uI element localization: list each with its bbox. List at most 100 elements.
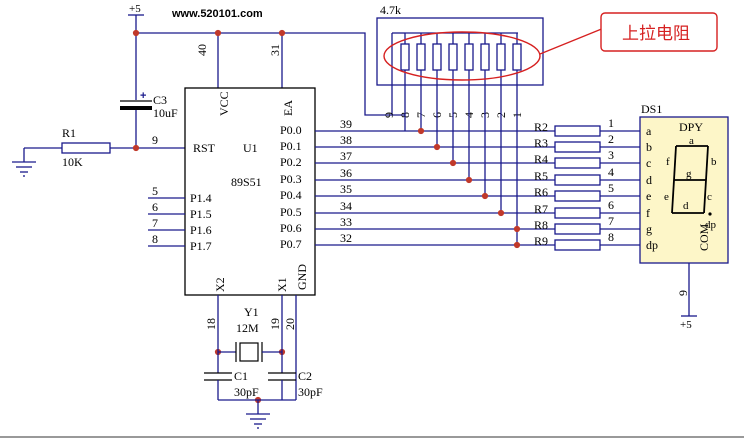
c1-ref: C1 <box>234 369 248 383</box>
p0-line: P0.1 38 <box>280 133 555 153</box>
display-pin-label: g <box>646 222 652 236</box>
display-com-label: COM <box>697 223 711 251</box>
p0-line: P0.5 34 <box>280 199 555 219</box>
p0-bus: P0.0 39 P0.1 38 P0.2 37 P0.3 36 P0.4 35 … <box>280 117 555 251</box>
p1-pin-num: 8 <box>152 232 158 246</box>
c2-value: 30pF <box>298 385 323 399</box>
capacitor-c3: + C3 10uF <box>120 33 178 148</box>
site-url: www.520101.com <box>171 8 263 20</box>
rpack-pin: 9 <box>382 112 396 118</box>
callout-label: 上拉电阻 <box>622 24 690 44</box>
mcu-gnd-label: GND <box>295 264 309 290</box>
c2-ref: C2 <box>298 369 312 383</box>
p1-pin: 6 P1.5 <box>148 200 212 221</box>
series-resistors: R2 R3 R4 R5 R6 R7 R8 R9 1 2 3 4 5 6 7 8 <box>534 116 640 251</box>
display-com-pin: 9 <box>676 290 690 296</box>
p0-pin-label: P0.7 <box>280 237 302 251</box>
crystal-y1: Y1 12M <box>218 305 282 362</box>
segment-dp: dp <box>705 219 717 231</box>
display-pin-num: 3 <box>608 148 614 162</box>
p0-pin-num: 38 <box>340 133 352 147</box>
display-pin-label: f <box>646 206 650 220</box>
p1-pins: 5 P1.4 6 P1.5 7 P1.6 8 P1.7 <box>148 184 212 253</box>
display-pin-num: 2 <box>608 132 614 146</box>
resistor-pack: 4.7k <box>376 3 544 115</box>
seven-segment-glyph <box>671 145 712 216</box>
resistor-r1: R1 10K 9 <box>24 126 185 169</box>
p1-pin-num: 7 <box>152 216 158 230</box>
ground-symbol-bottom <box>246 413 270 429</box>
resistor-ref: R6 <box>534 185 548 199</box>
pin-gnd-num: 20 <box>283 318 297 330</box>
crystal-circuit: 18 19 20 Y1 12M C1 30pF C2 <box>204 295 323 429</box>
segment-f: f <box>666 156 670 168</box>
p0-pin-label: P0.4 <box>280 188 302 202</box>
display-pin-label: dp <box>646 238 658 252</box>
display-pin-num: 5 <box>608 181 614 195</box>
segment-b: b <box>711 156 717 168</box>
power-bottom-label: +5 <box>680 319 692 331</box>
display-pin-label: e <box>646 189 651 203</box>
mcu-vcc-label: VCC <box>217 91 231 116</box>
display-ds1: DS1 DPY a b c d e f g dp a b c d e f g d… <box>639 102 729 264</box>
p1-pin: 7 P1.6 <box>148 216 212 237</box>
rpack-value: 4.7k <box>380 3 401 17</box>
p0-pin-num: 32 <box>340 231 352 245</box>
p0-line: P0.3 36 <box>280 166 555 186</box>
display-pin-label: d <box>646 173 652 187</box>
display-pin-label: a <box>646 124 652 138</box>
mcu-part: 89S51 <box>231 175 262 189</box>
segment-c: c <box>707 191 712 203</box>
p0-line: P0.0 39 <box>280 117 555 137</box>
resistor-ref: R5 <box>534 169 548 183</box>
p0-line: P0.4 35 <box>280 182 555 202</box>
pullup-callout: 上拉电阻 <box>383 12 718 81</box>
power-top: +5 <box>128 3 144 33</box>
capacitor-c1: C1 30pF <box>204 352 259 400</box>
resistor-ref: R2 <box>534 120 548 134</box>
p1-pin-num: 6 <box>152 200 158 214</box>
p0-pin-num: 34 <box>340 199 352 213</box>
p0-pin-num: 37 <box>340 149 352 163</box>
mcu-x1-label: X1 <box>275 277 289 292</box>
series-resistor <box>554 157 601 169</box>
segment-a: a <box>689 135 694 147</box>
p1-pin-label: P1.7 <box>190 239 212 253</box>
series-resistor <box>554 125 601 137</box>
pin-x2-num: 18 <box>204 318 218 330</box>
mcu-ref: U1 <box>243 141 258 155</box>
display-pin-num: 6 <box>608 198 614 212</box>
p0-pin-label: P0.3 <box>280 172 302 186</box>
ground-symbol-left <box>12 148 36 177</box>
display-type: DPY <box>679 120 703 134</box>
series-resistor <box>554 141 601 153</box>
r1-ref: R1 <box>62 126 76 140</box>
resistor-ref: R7 <box>534 202 548 216</box>
mcu-ea-label: EA <box>281 100 295 116</box>
p1-pin: 8 P1.7 <box>148 232 212 253</box>
p0-line: P0.6 33 <box>280 215 555 235</box>
segment-d: d <box>683 200 689 212</box>
p0-pin-label: P0.2 <box>280 155 302 169</box>
p0-line: P0.7 32 <box>280 231 555 251</box>
p0-pin-num: 33 <box>340 215 352 229</box>
resistor-ref: R4 <box>534 152 548 166</box>
c3-ref: C3 <box>153 93 167 107</box>
display-pin-num: 7 <box>608 214 614 228</box>
p1-pin-label: P1.6 <box>190 223 212 237</box>
series-resistor <box>554 207 601 219</box>
pin-vcc-num: 40 <box>195 44 209 56</box>
display-pin-label: c <box>646 156 651 170</box>
c1-value: 30pF <box>234 385 259 399</box>
pin-x1-num: 19 <box>268 318 282 330</box>
display-pin-label: b <box>646 140 652 154</box>
display-pin-num: 4 <box>608 165 614 179</box>
pin-rst-num: 9 <box>152 133 158 147</box>
p1-pin: 5 P1.4 <box>148 184 212 205</box>
series-resistor <box>554 190 601 202</box>
p0-line: P0.2 37 <box>280 149 555 169</box>
p1-pin-label: P1.5 <box>190 207 212 221</box>
segment-e: e <box>664 191 669 203</box>
